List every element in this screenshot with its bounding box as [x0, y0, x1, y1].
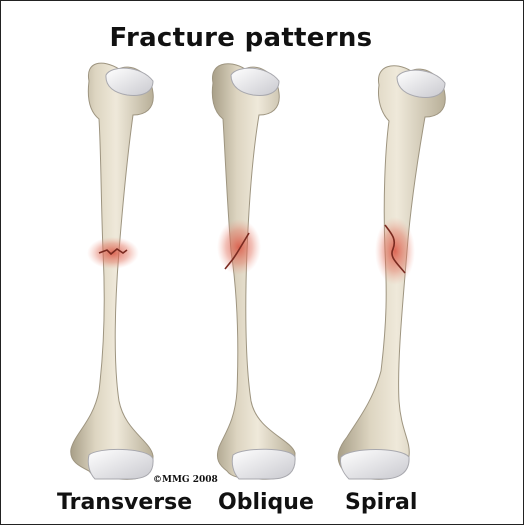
label-oblique: Oblique: [218, 490, 314, 515]
label-spiral: Spiral: [345, 490, 417, 515]
bone-spiral-fracture-icon: [338, 66, 445, 480]
bone-transverse-fracture-icon: [71, 63, 154, 479]
copyright-notice: ©MMG 2008: [153, 475, 218, 485]
bone-oblique-fracture-icon: [212, 64, 295, 480]
label-transverse: Transverse: [57, 490, 192, 515]
